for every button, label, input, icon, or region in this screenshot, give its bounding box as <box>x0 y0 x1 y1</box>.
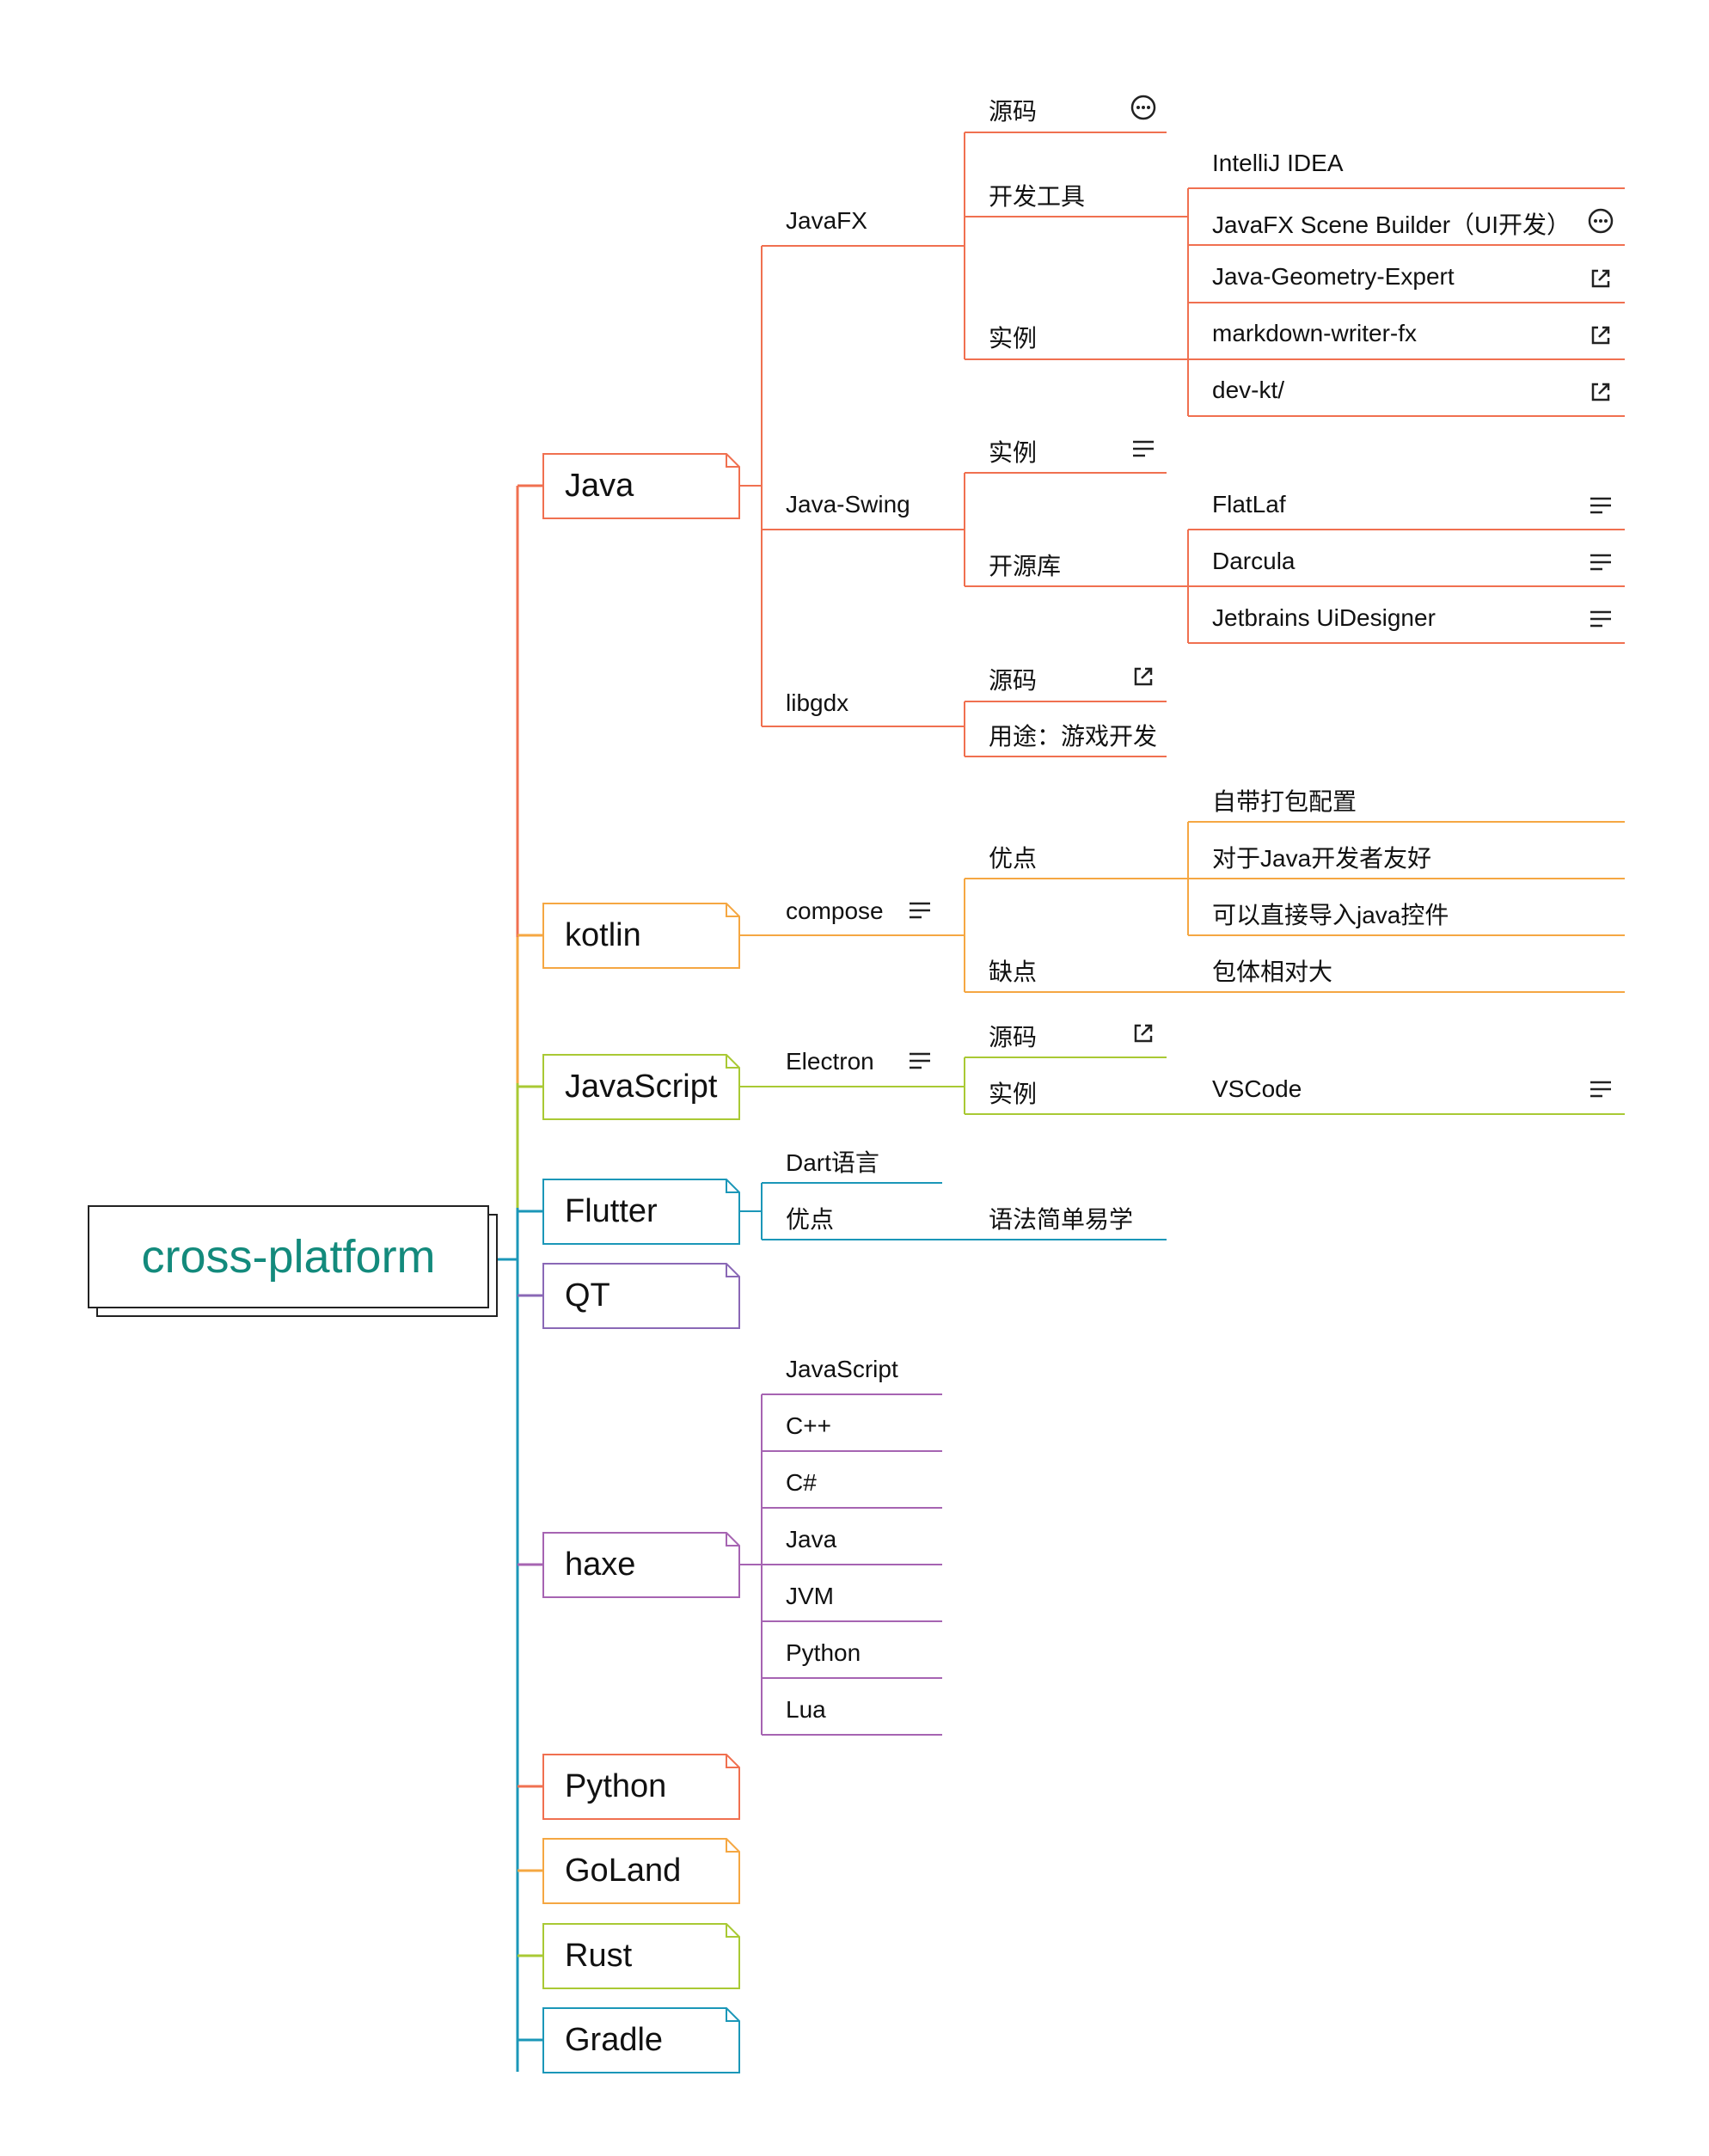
node-dev-tools[interactable]: 开发工具 <box>989 183 1086 210</box>
node-intellij[interactable]: IntelliJ IDEA <box>1212 150 1344 176</box>
external-link-icon[interactable] <box>1586 264 1615 293</box>
node-electron-source[interactable]: 源码 <box>989 1024 1038 1050</box>
node-haxe-target[interactable]: C++ <box>786 1412 831 1439</box>
node-flutter-pro-item[interactable]: 语法简单易学 <box>989 1206 1134 1233</box>
node-electron[interactable]: Electron <box>786 1048 874 1075</box>
node-haxe-target[interactable]: Python <box>786 1639 861 1666</box>
node-pro-item[interactable]: 对于Java开发者友好 <box>1212 845 1432 872</box>
node-java-swing[interactable]: Java-Swing <box>786 491 910 518</box>
node-cons[interactable]: 缺点 <box>989 959 1038 985</box>
topic-java[interactable]: Java <box>543 454 739 518</box>
notes-lines-icon[interactable] <box>1586 548 1615 577</box>
notes-lines-icon[interactable] <box>1586 1075 1615 1104</box>
topic-label: Gradle <box>565 2022 664 2058</box>
node-haxe-target[interactable]: Lua <box>786 1696 826 1723</box>
node-example-item[interactable]: dev-kt/ <box>1212 377 1285 403</box>
topic-rust[interactable]: Rust <box>543 1924 739 1988</box>
node-haxe-target[interactable]: Java <box>786 1526 837 1553</box>
topic-label: kotlin <box>565 917 641 953</box>
node-libgdx-usage[interactable]: 用途：游戏开发 <box>989 723 1158 750</box>
topic-haxe[interactable]: haxe <box>543 1533 739 1597</box>
external-link-icon[interactable] <box>1129 1019 1158 1048</box>
notes-lines-icon[interactable] <box>905 896 934 925</box>
topic-gradle[interactable]: Gradle <box>543 2008 739 2073</box>
node-compose[interactable]: compose <box>786 897 884 924</box>
node-javafx[interactable]: JavaFX <box>786 207 867 234</box>
node-example-item[interactable]: markdown-writer-fx <box>1212 320 1418 346</box>
node-pros[interactable]: 优点 <box>989 845 1038 872</box>
topic-label: GoLand <box>565 1853 682 1889</box>
notes-lines-icon[interactable] <box>1586 491 1615 520</box>
node-flutter-pros[interactable]: 优点 <box>786 1206 835 1233</box>
topic-label: QT <box>565 1277 610 1314</box>
topic-label: Java <box>565 468 634 504</box>
node-javafx-source[interactable]: 源码 <box>989 98 1038 125</box>
node-swing-examples[interactable]: 实例 <box>989 439 1038 466</box>
node-swing-libs[interactable]: 开源库 <box>989 553 1062 579</box>
node-dart[interactable]: Dart语言 <box>786 1149 879 1176</box>
external-link-icon[interactable] <box>1129 662 1158 691</box>
node-lib-item[interactable]: Jetbrains UiDesigner <box>1212 604 1436 631</box>
root-node[interactable]: cross-platform <box>88 1205 489 1308</box>
topic-qt[interactable]: QT <box>543 1264 739 1328</box>
node-lib-item[interactable]: Darcula <box>1212 548 1296 574</box>
notes-lines-icon[interactable] <box>1129 434 1158 463</box>
more-circle-icon[interactable] <box>1586 206 1615 236</box>
topic-python[interactable]: Python <box>543 1755 739 1819</box>
topic-label: haxe <box>565 1547 636 1583</box>
notes-lines-icon[interactable] <box>905 1046 934 1075</box>
topic-label: Rust <box>565 1938 633 1974</box>
node-vscode[interactable]: VSCode <box>1212 1075 1302 1102</box>
topic-kotlin[interactable]: kotlin <box>543 903 739 968</box>
node-haxe-target[interactable]: JVM <box>786 1583 834 1609</box>
root-label: cross-platform <box>141 1231 436 1283</box>
topic-label: Flutter <box>565 1193 658 1229</box>
node-haxe-target[interactable]: C# <box>786 1469 817 1496</box>
node-lib-item[interactable]: FlatLaf <box>1212 491 1286 518</box>
node-libgdx-source[interactable]: 源码 <box>989 667 1038 694</box>
notes-lines-icon[interactable] <box>1586 604 1615 634</box>
topic-javascript[interactable]: JavaScript <box>543 1055 739 1119</box>
topic-label: JavaScript <box>565 1069 718 1105</box>
topic-goland[interactable]: GoLand <box>543 1839 739 1903</box>
node-javafx-examples[interactable]: 实例 <box>989 325 1038 352</box>
node-haxe-target[interactable]: JavaScript <box>786 1356 898 1382</box>
more-circle-icon[interactable] <box>1129 93 1158 122</box>
node-pro-item[interactable]: 可以直接导入java控件 <box>1212 902 1449 928</box>
topic-flutter[interactable]: Flutter <box>543 1179 739 1244</box>
topic-label: Python <box>565 1768 667 1804</box>
node-libgdx[interactable]: libgdx <box>786 689 849 716</box>
external-link-icon[interactable] <box>1586 377 1615 407</box>
node-scene-builder[interactable]: JavaFX Scene Builder（UI开发） <box>1212 211 1571 238</box>
node-electron-examples[interactable]: 实例 <box>989 1081 1038 1107</box>
node-pro-item[interactable]: 自带打包配置 <box>1212 788 1357 815</box>
node-example-item[interactable]: Java-Geometry-Expert <box>1212 263 1455 290</box>
external-link-icon[interactable] <box>1586 321 1615 350</box>
node-con-item[interactable]: 包体相对大 <box>1212 959 1333 985</box>
